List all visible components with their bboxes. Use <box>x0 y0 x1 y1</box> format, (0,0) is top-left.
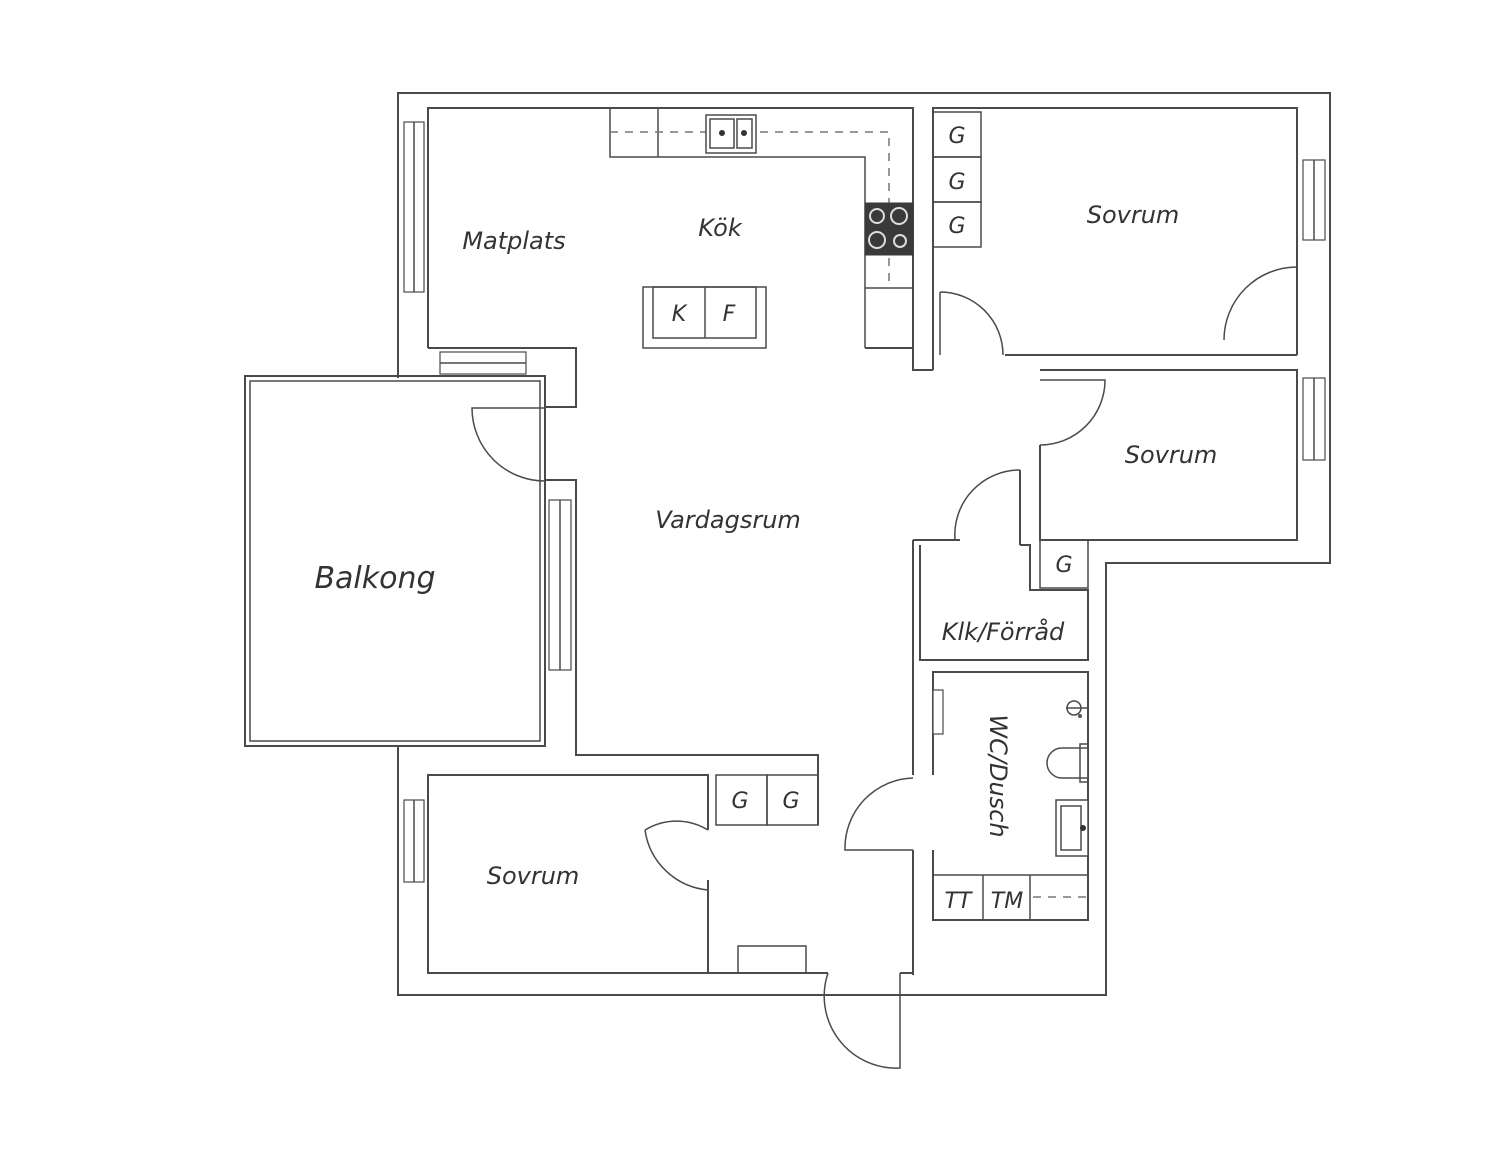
sink-icon <box>705 114 757 154</box>
toilet-icon <box>1046 743 1089 783</box>
wardrobes-sw: G G <box>715 774 819 826</box>
wardrobe-e-label: G <box>1055 553 1072 578</box>
washbasin-icon <box>1055 799 1089 857</box>
room-labels: Kök Matplats Sovrum Sovrum Vardagsrum Ba… <box>314 201 1217 890</box>
shower-icon <box>1066 700 1088 718</box>
room-label-sovrum-ne: Sovrum <box>1087 201 1180 229</box>
balcony <box>244 375 546 747</box>
room-label-wc-dusch: WC/Dusch <box>984 714 1012 837</box>
windows <box>403 121 1326 883</box>
doors <box>471 265 1298 1069</box>
hall-bench <box>737 945 807 974</box>
wardrobe-sw-2-label: G <box>782 789 799 814</box>
laundry-left-label: TT <box>945 889 973 914</box>
wardrobes-ne: G G G <box>932 111 982 248</box>
room-label-sovrum-sw: Sovrum <box>487 862 580 890</box>
island-right-label: F <box>723 302 736 327</box>
room-label-balkong: Balkong <box>314 561 435 596</box>
room-label-sovrum-e: Sovrum <box>1125 441 1218 469</box>
room-label-vardagsrum: Vardagsrum <box>655 506 801 534</box>
room-label-matplats: Matplats <box>462 227 565 255</box>
room-label-klk-forrad: Klk/Förråd <box>942 617 1065 646</box>
room-label-kok: Kök <box>698 214 743 242</box>
stove-icon <box>864 202 914 256</box>
wardrobe-ne-3-label: G <box>948 214 965 239</box>
island-left-label: K <box>672 302 688 327</box>
interior-walls <box>427 347 1298 975</box>
wardrobe-ne-1-label: G <box>948 124 965 149</box>
kitchen-island: K F <box>642 286 767 349</box>
wardrobe-ne-2-label: G <box>948 170 965 195</box>
laundry-units: TT TM <box>932 874 1089 921</box>
wardrobe-sw-1-label: G <box>731 789 748 814</box>
laundry-right-label: TM <box>991 889 1023 914</box>
wc-fixtures <box>1046 700 1089 857</box>
